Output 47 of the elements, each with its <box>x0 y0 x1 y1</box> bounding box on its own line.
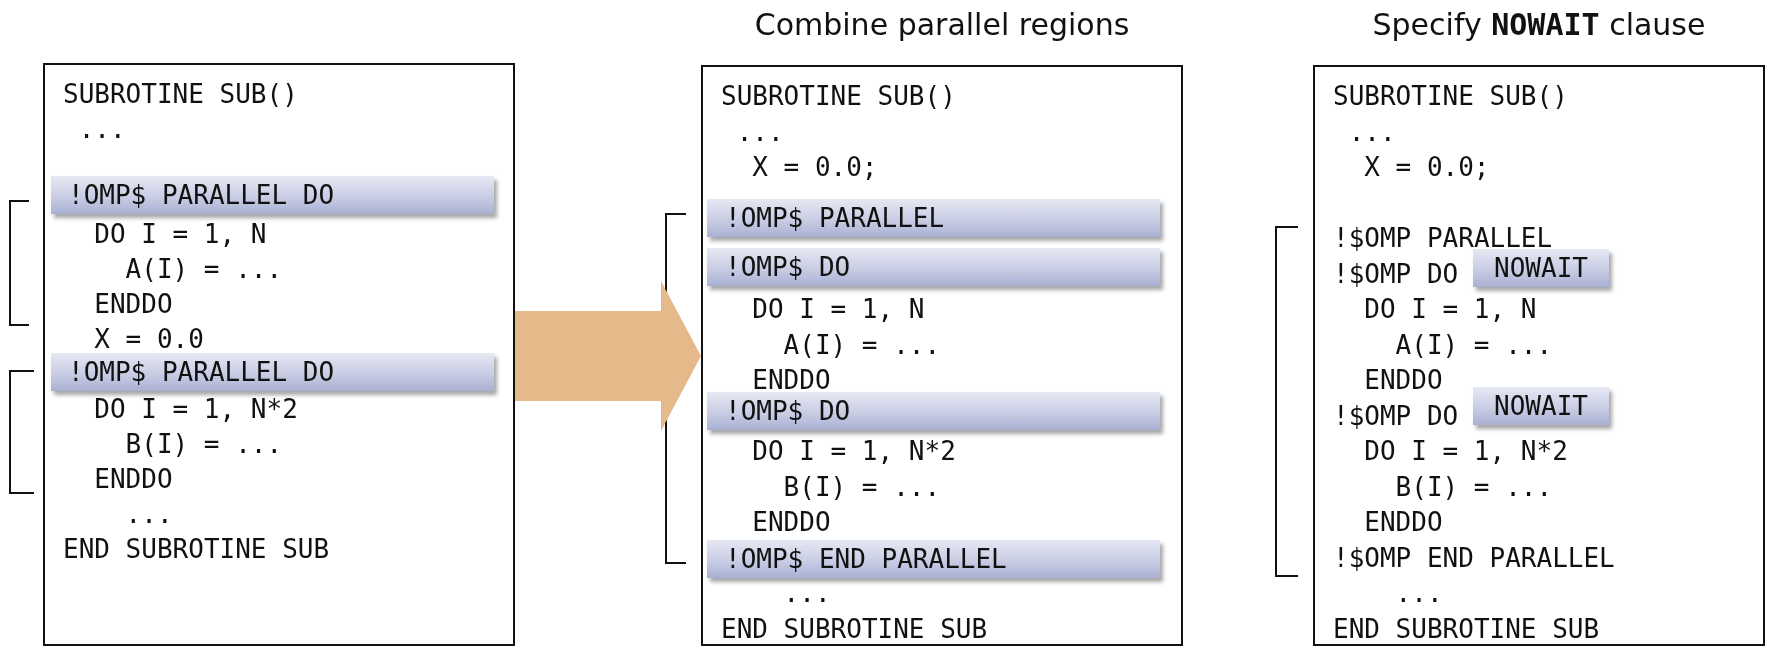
code-panel <box>43 63 515 646</box>
code-line: END SUBROTINE SUB <box>63 533 330 566</box>
code-line: A(I) = ... <box>125 253 283 286</box>
code-line: X = 0.0; <box>1364 151 1490 184</box>
code-line: ... <box>783 577 831 610</box>
code-line: X = 0.0; <box>752 151 878 184</box>
code-line: !$OMP DO <box>1333 399 1459 433</box>
code-line: X = 0.0 <box>94 323 204 356</box>
code-line: ENDDO <box>94 288 173 321</box>
code-line: B(I) = ... <box>1395 470 1553 504</box>
code-line: A(I) = ... <box>783 328 941 362</box>
code-line: DO I = 1, N <box>752 293 925 326</box>
code-line: ENDDO <box>752 506 831 539</box>
code-line: A(I) = ... <box>1395 328 1553 362</box>
code-line: ... <box>1348 115 1396 149</box>
code-line: !$OMP DO <box>1333 257 1459 291</box>
code-line: !$OMP END PARALLEL <box>1333 541 1615 575</box>
directive-bar: !OMP$ END PARALLEL <box>707 540 1160 579</box>
code-line: ... <box>78 113 126 146</box>
code-line: SUBROTINE SUB() <box>721 80 956 113</box>
code-line: DO I = 1, N*2 <box>752 435 956 468</box>
clause-tag: NOWAIT <box>1473 248 1609 287</box>
code-line: DO I = 1, N <box>1364 293 1537 326</box>
code-line: SUBROTINE SUB() <box>63 78 298 111</box>
clause-tag: NOWAIT <box>1473 387 1609 426</box>
code-line: END SUBROTINE SUB <box>1333 612 1600 646</box>
code-line: ENDDO <box>1364 506 1443 539</box>
panel-heading: Combine parallel regions <box>753 6 1131 44</box>
code-line: B(I) = ... <box>125 428 283 461</box>
code-line: ... <box>736 115 784 149</box>
code-line: ENDDO <box>1364 364 1443 397</box>
panel-heading: Specify NOWAIT clause <box>1371 6 1707 44</box>
block-arrow <box>515 281 701 431</box>
code-line: DO I = 1, N*2 <box>1364 435 1568 468</box>
code-line: DO I = 1, N <box>94 218 267 251</box>
code-line: B(I) = ... <box>783 470 941 504</box>
directive-bar: !OMP$ PARALLEL <box>707 199 1160 238</box>
code-line: DO I = 1, N*2 <box>94 393 298 426</box>
code-line: SUBROTINE SUB() <box>1333 80 1568 113</box>
directive-bar: !OMP$ PARALLEL DO <box>51 353 494 391</box>
directive-bar: !OMP$ PARALLEL DO <box>51 175 494 214</box>
code-line: ... <box>125 498 173 531</box>
directive-bar: !OMP$ DO <box>707 392 1160 430</box>
directive-bar: !OMP$ DO <box>707 247 1160 286</box>
code-line: ENDDO <box>94 463 173 496</box>
code-line: END SUBROTINE SUB <box>721 612 988 646</box>
code-line: ... <box>1395 577 1443 610</box>
